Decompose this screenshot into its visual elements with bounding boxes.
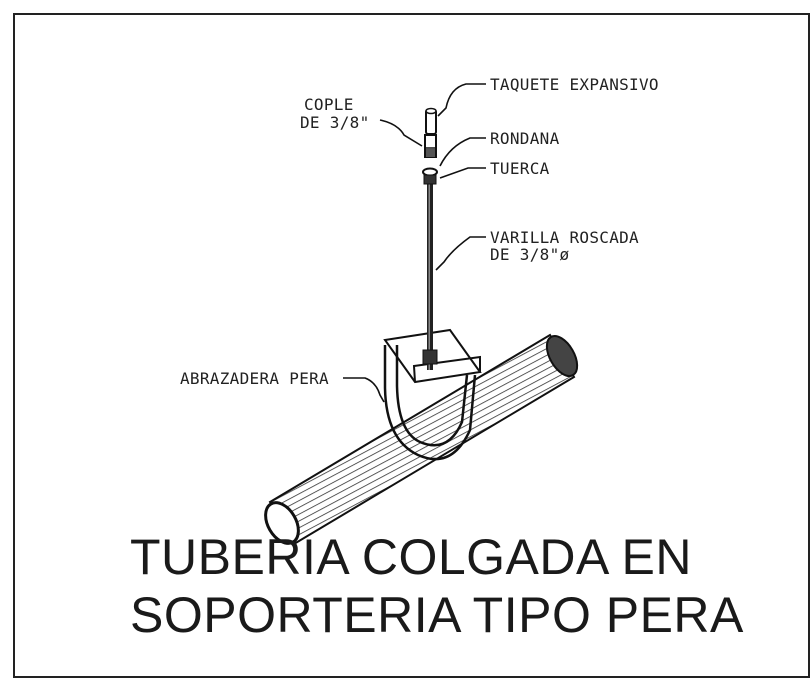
pipe-end-near <box>264 501 300 545</box>
pipe <box>264 333 579 546</box>
bottom-nut <box>422 349 438 365</box>
label-taquete: TAQUETE EXPANSIVO <box>490 75 659 94</box>
label-abrazadera: ABRAZADERA PERA <box>180 369 329 388</box>
label-varilla-line-1: VARILLA ROSCADA <box>490 228 639 247</box>
label-varilla-line-2: DE 3/8"ø <box>490 245 570 264</box>
pipe-end-far <box>545 335 579 377</box>
expansion-anchor <box>425 107 437 135</box>
title-line-2: SOPORTERIA TIPO PERA <box>130 587 744 643</box>
coupling <box>424 134 437 158</box>
title-line-1: TUBERIA COLGADA EN <box>130 529 692 585</box>
washer-nut <box>422 167 438 185</box>
drawing-frame <box>13 13 810 678</box>
label-cople-line-2: DE 3/8" <box>300 113 370 132</box>
drawing-title: TUBERIA COLGADA EN SOPORTERIA TIPO PERA <box>130 529 744 643</box>
threaded-rod <box>422 184 438 370</box>
label-tuerca: TUERCA <box>490 159 550 178</box>
callout-labels: TAQUETE EXPANSIVO COPLE DE 3/8" RONDANA … <box>180 75 659 388</box>
label-cople-line-1: COPLE <box>304 95 354 114</box>
leader-lines <box>343 83 486 403</box>
label-rondana: RONDANA <box>490 129 560 148</box>
